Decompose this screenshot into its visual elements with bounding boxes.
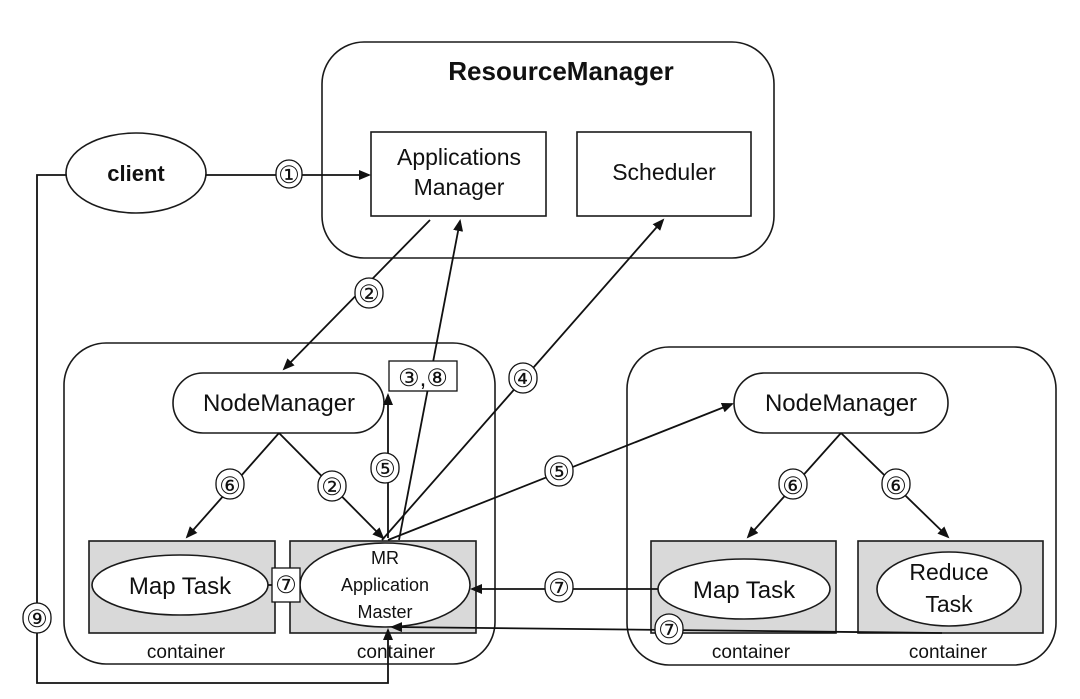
- mr-app-master-label-line3: Master: [357, 602, 412, 622]
- applications-manager-label-line1: Applications: [397, 144, 521, 170]
- step-6a-label: ⑥: [219, 473, 241, 500]
- step-7b-label: ⑦: [548, 575, 570, 602]
- step-3-8-label: ③,⑧: [398, 365, 448, 392]
- left-node-manager-label: NodeManager: [203, 390, 355, 417]
- step-1-label: ①: [278, 162, 300, 189]
- scheduler-label: Scheduler: [612, 159, 716, 185]
- scheduler-box: [576, 131, 752, 217]
- step-5a-label: ⑤: [374, 456, 396, 483]
- step-labels: ① ② ③,⑧ ④ ⑤ ⑤ ⑥ ② ⑥ ⑥ ⑦ ⑦ ⑦ ⑨: [22, 159, 911, 645]
- step-2a-label: ②: [358, 281, 380, 308]
- applications-manager-label-line2: Manager: [414, 174, 505, 200]
- right-node-manager-label: NodeManager: [765, 390, 917, 417]
- step-5b-label: ⑤: [548, 459, 570, 486]
- reduce-task-ellipse: [876, 551, 1022, 627]
- mr-app-master-label-line2: Application: [341, 575, 429, 595]
- mr-app-master-label-line1: MR: [371, 548, 399, 568]
- client-ellipse: [65, 132, 207, 214]
- reduce-task-label-line1: Reduce: [909, 559, 988, 585]
- step-9-label: ⑨: [26, 606, 48, 633]
- right-container-label-1: container: [712, 642, 791, 663]
- step-7a-label: ⑦: [275, 572, 297, 599]
- step-4-label: ④: [512, 366, 534, 393]
- left-container-label-2: container: [357, 642, 436, 663]
- client-label: client: [107, 161, 165, 186]
- step-2b-label: ②: [321, 474, 343, 501]
- step-6c-label: ⑥: [885, 473, 907, 500]
- resource-manager-title: ResourceManager: [448, 56, 673, 86]
- arrow-client-to-mr-am: [36, 174, 393, 684]
- right-map-task-label: Map Task: [693, 577, 796, 604]
- right-container-label-2: container: [909, 642, 988, 663]
- step-7c-label: ⑦: [658, 617, 680, 644]
- step-6b-label: ⑥: [782, 473, 804, 500]
- left-map-task-label: Map Task: [129, 573, 232, 600]
- left-container-label-1: container: [147, 642, 226, 663]
- applications-manager-box: [370, 131, 547, 217]
- reduce-task-label-line2: Task: [925, 591, 973, 617]
